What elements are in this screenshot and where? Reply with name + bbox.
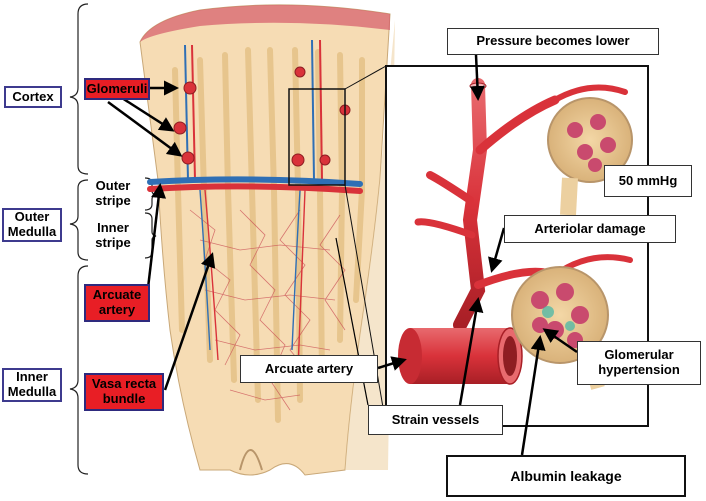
- label-arteriolar-damage: Arteriolar damage: [504, 215, 676, 243]
- label-strain-vessels: Strain vessels: [368, 405, 503, 435]
- label-glomerular-hypertension: Glomerular hypertension: [577, 341, 701, 385]
- zone-label-inner-stripe: Inner stripe: [95, 220, 131, 250]
- label-pressure-becomes-lower: Pressure becomes lower: [447, 28, 659, 55]
- zone-label-outer-medulla: Outer Medulla: [2, 208, 62, 242]
- renal-papilla: [239, 449, 263, 471]
- label-arcuate-artery-left: Arcuate artery: [84, 284, 150, 322]
- label-glomeruli: Glomeruli: [84, 78, 150, 100]
- pointer-arrows: [107, 54, 578, 456]
- zone-label-outer-stripe: Outer stripe: [95, 178, 131, 208]
- capillary-network: [189, 209, 346, 411]
- zone-brackets: [69, 3, 157, 475]
- label-pressure-value: 50 mmHg: [604, 165, 692, 197]
- label-vasa-recta-bundle: Vasa recta bundle: [84, 373, 164, 411]
- arcuate-vessel-band: [147, 176, 363, 194]
- zoom-indicator: [288, 65, 387, 426]
- label-albumin-leakage: Albumin leakage: [446, 455, 686, 497]
- zone-label-inner-medulla: Inner Medulla: [2, 368, 62, 402]
- detail-glomerulus-upper: [547, 97, 633, 216]
- label-arcuate-artery-right: Arcuate artery: [240, 355, 378, 383]
- zone-label-cortex: Cortex: [4, 86, 62, 108]
- arcuate-artery-cylinder: [398, 327, 523, 385]
